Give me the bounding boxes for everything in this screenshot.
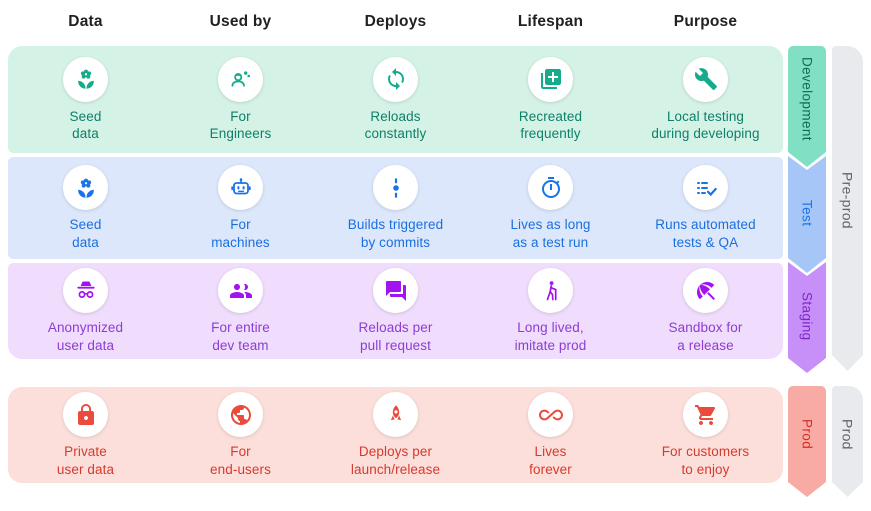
cell-label: Long lived, imitate prod xyxy=(514,320,587,353)
seedling-icon xyxy=(63,165,108,210)
cell-staging-data: Anonymized user data xyxy=(8,263,163,359)
beach-umbrella-icon xyxy=(683,268,728,313)
cell-test-data: Seed data xyxy=(8,157,163,259)
test-ribbon-label: Test xyxy=(799,200,815,227)
commit-icon xyxy=(373,165,418,210)
forum-icon xyxy=(373,268,418,313)
engineer-icon xyxy=(218,56,263,102)
cell-label: For Engineers xyxy=(209,108,272,142)
row-staging: Anonymized user data For entire dev team… xyxy=(8,263,783,359)
cell-development-lifespan: Recreated frequently xyxy=(473,46,628,153)
prod-ribbon: Prod xyxy=(788,386,826,497)
elderly-icon xyxy=(528,268,573,313)
development-ribbon: Development xyxy=(788,46,826,167)
row-prod: Private user data For end-users Deploys … xyxy=(8,387,783,483)
infinity-icon xyxy=(528,392,573,437)
staging-ribbon-label: Staging xyxy=(799,292,815,341)
cell-label: Lives as long as a test run xyxy=(510,217,591,250)
globe-icon xyxy=(218,392,263,437)
cell-prod-lifespan: Lives forever xyxy=(473,387,628,483)
column-header-lifespan: Lifespan xyxy=(517,13,584,30)
cell-label: For machines xyxy=(211,217,270,250)
cell-label: Runs automated tests & QA xyxy=(655,217,756,250)
library-add-icon xyxy=(528,56,573,102)
cell-prod-deploys: Deploys per launch/release xyxy=(318,387,473,483)
lock-icon xyxy=(63,392,108,437)
cell-staging-lifespan: Long lived, imitate prod xyxy=(473,263,628,359)
cell-label: Builds triggered by commits xyxy=(347,217,444,250)
cell-prod-purpose: For customers to enjoy xyxy=(628,387,783,483)
cell-label: Deploys per launch/release xyxy=(350,444,441,477)
preprod-phase-label: Pre-prod xyxy=(839,172,856,229)
column-header-deploys: Deploys xyxy=(364,13,427,30)
sync-icon xyxy=(373,56,418,102)
preprod-phase-ribbon: Pre-prod xyxy=(832,46,863,371)
test-ribbon: Test xyxy=(788,156,826,273)
environment-rows: Seed data For Engineers Reloads constant… xyxy=(8,46,783,483)
cell-label: Seed data xyxy=(69,108,102,142)
cell-staging-deploys: Reloads per pull request xyxy=(318,263,473,359)
rocket-icon xyxy=(373,392,418,437)
stopwatch-icon xyxy=(528,165,573,210)
checklist-icon xyxy=(683,165,728,210)
cell-label: Private user data xyxy=(56,444,115,477)
cell-label: Sandbox for a release xyxy=(668,320,743,353)
cell-staging-purpose: Sandbox for a release xyxy=(628,263,783,359)
column-header-data: Data xyxy=(68,13,103,30)
development-ribbon-label: Development xyxy=(799,57,815,141)
staging-ribbon: Staging xyxy=(788,262,826,373)
row-test: Seed data For machines Builds triggered … xyxy=(8,157,783,259)
incognito-icon xyxy=(63,268,108,313)
cell-label: Reloads constantly xyxy=(364,108,427,142)
prod-ribbon-label: Prod xyxy=(799,418,815,450)
cell-label: Local testing during developing xyxy=(651,108,760,142)
cell-test-deploys: Builds triggered by commits xyxy=(318,157,473,259)
cell-label: For end-users xyxy=(210,444,271,477)
prod-phase-label: Prod xyxy=(839,418,856,450)
cell-prod-data: Private user data xyxy=(8,387,163,483)
seedling-icon xyxy=(63,56,108,102)
row-development: Seed data For Engineers Reloads constant… xyxy=(8,46,783,153)
cell-label: Reloads per pull request xyxy=(358,320,433,353)
cell-label: Lives forever xyxy=(529,444,572,477)
cell-test-purpose: Runs automated tests & QA xyxy=(628,157,783,259)
cell-label: Recreated frequently xyxy=(518,108,583,142)
wrench-icon xyxy=(683,56,728,102)
column-header-used-by: Used by xyxy=(209,13,272,30)
prod-phase-ribbon: Prod xyxy=(832,386,863,497)
cell-development-data: Seed data xyxy=(8,46,163,153)
cart-icon xyxy=(683,392,728,437)
cell-label: Seed data xyxy=(69,217,102,250)
column-headers: Data Used by Deploys Lifespan Purpose xyxy=(8,13,783,31)
cell-label: For entire dev team xyxy=(211,320,270,353)
cell-label: Anonymized user data xyxy=(47,320,124,353)
group-icon xyxy=(218,268,263,313)
cell-test-used-by: For machines xyxy=(163,157,318,259)
robot-icon xyxy=(218,165,263,210)
cell-prod-used-by: For end-users xyxy=(163,387,318,483)
cell-label: For customers to enjoy xyxy=(661,444,750,477)
cell-test-lifespan: Lives as long as a test run xyxy=(473,157,628,259)
cell-development-deploys: Reloads constantly xyxy=(318,46,473,153)
cell-staging-used-by: For entire dev team xyxy=(163,263,318,359)
column-header-purpose: Purpose xyxy=(673,13,738,30)
cell-development-used-by: For Engineers xyxy=(163,46,318,153)
cell-development-purpose: Local testing during developing xyxy=(628,46,783,153)
